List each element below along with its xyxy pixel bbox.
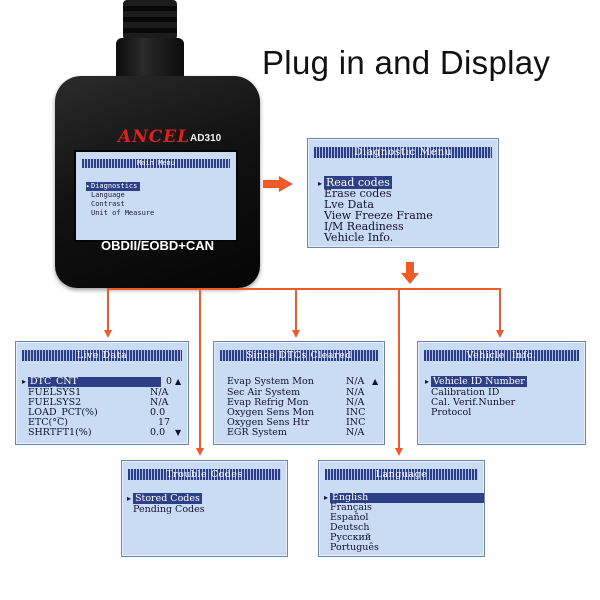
- vehicle-info-item[interactable]: ▸Vehicle ID Number: [425, 377, 527, 387]
- vehicle-info-item[interactable]: Protocol: [425, 408, 471, 418]
- language-option[interactable]: Português: [324, 543, 379, 553]
- connector-line: [295, 288, 297, 330]
- vehicle-info-panel: Vehicle Info. ▸Vehicle ID Number Calibra…: [417, 341, 586, 445]
- panel-title: Language: [325, 469, 478, 480]
- language-panel: Language ▸English Français Español Deuts…: [318, 460, 485, 557]
- live-data-row[interactable]: SHRTFT1(%)0.0: [22, 428, 178, 438]
- connector-line: [499, 288, 501, 330]
- device-menu-item[interactable]: Unit of Measure: [86, 209, 154, 218]
- connector-line: [107, 288, 109, 330]
- headline: Plug in and Display: [262, 44, 550, 82]
- panel-title-bar: Trouble Codes: [128, 469, 281, 480]
- panel-title: Live Data: [22, 350, 182, 361]
- panel-title: Diagnostic Menu: [314, 147, 492, 158]
- panel-title-bar: Vehicle Info.: [424, 350, 579, 361]
- panel-title-bar: Language: [325, 469, 478, 480]
- cable-strain-relief: [116, 38, 184, 78]
- connector-arrowhead: [104, 330, 112, 338]
- scroll-down-icon[interactable]: ▼: [175, 428, 181, 437]
- panel-title-bar: Since DTCs Cleared: [220, 350, 378, 361]
- device-screen-title-bar: Main Menu: [82, 159, 230, 168]
- connector-line: [398, 288, 501, 290]
- panel-title: Since DTCs Cleared: [220, 350, 378, 361]
- trouble-codes-item[interactable]: ▸Stored Codes: [127, 494, 202, 504]
- protocol-label: OBDII/EOBD+CAN: [60, 238, 255, 253]
- panel-title-bar: Diagnostic Menu: [314, 147, 492, 158]
- scroll-up-icon[interactable]: ▲: [175, 377, 181, 386]
- trouble-codes-item[interactable]: Pending Codes: [127, 505, 205, 515]
- model-label: AD310: [190, 133, 221, 144]
- down-arrow-icon: [401, 262, 419, 284]
- connector-arrowhead: [395, 448, 403, 456]
- connector-line: [199, 288, 201, 448]
- diagnostic-menu-panel: Diagnostic Menu ▸Read codes Erase codes …: [307, 138, 499, 248]
- trouble-codes-panel: Trouble Codes ▸Stored Codes Pending Code…: [121, 460, 288, 557]
- connector-arrowhead: [496, 330, 504, 338]
- menu-item-vehicle-info[interactable]: Vehicle Info.: [318, 232, 393, 243]
- connector-line: [107, 288, 400, 290]
- obd-cable: [123, 0, 177, 40]
- device-screen-title: Main Menu: [82, 158, 230, 169]
- panel-title-bar: Live Data: [22, 350, 182, 361]
- device-menu-item[interactable]: ▸Diagnostics: [86, 182, 140, 191]
- connector-line: [398, 288, 400, 448]
- device-menu-item[interactable]: Language: [86, 191, 125, 200]
- connector-arrowhead: [292, 330, 300, 338]
- scroll-up-icon[interactable]: ▲: [372, 377, 378, 386]
- right-arrow-icon: [263, 176, 293, 192]
- device-menu-item[interactable]: Contrast: [86, 200, 125, 209]
- device-screen: Main Menu ▸Diagnostics Language Contrast…: [74, 150, 238, 242]
- panel-title: Trouble Codes: [128, 469, 281, 480]
- connector-arrowhead: [196, 448, 204, 456]
- brand-logo: ANCEL: [118, 127, 190, 147]
- panel-title: Vehicle Info.: [424, 350, 579, 361]
